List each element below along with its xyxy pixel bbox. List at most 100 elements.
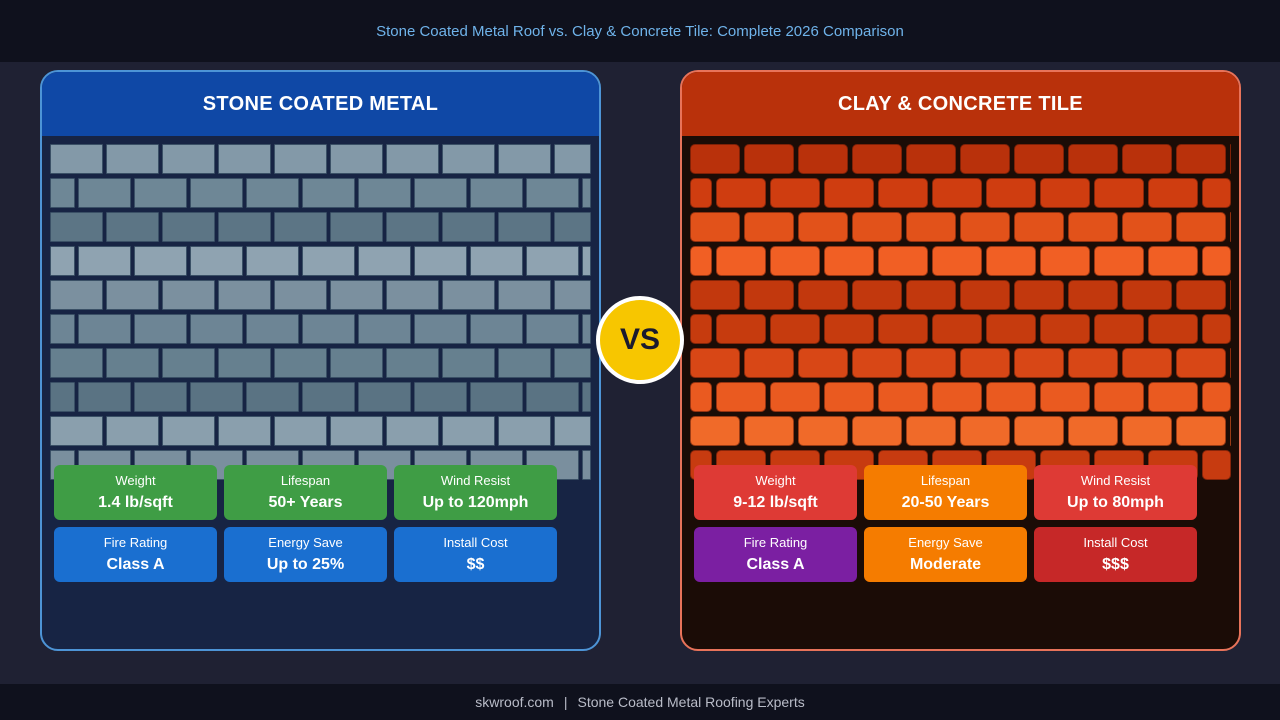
roof-tile xyxy=(582,450,591,480)
stat-label: Wind Resist xyxy=(440,473,511,488)
roof-tile xyxy=(690,416,740,446)
tile-row xyxy=(50,416,591,446)
stat-label: Install Cost xyxy=(1083,535,1148,550)
tile-row xyxy=(690,348,1231,378)
roof-tile xyxy=(218,280,271,310)
roof-tile xyxy=(218,144,271,174)
roof-tile xyxy=(50,416,103,446)
roof-tile xyxy=(442,348,495,378)
roof-tile xyxy=(470,246,523,276)
roof-tile xyxy=(330,144,383,174)
roof-tile xyxy=(190,246,243,276)
tile-row xyxy=(50,314,591,344)
roof-tile xyxy=(744,348,794,378)
roof-tile xyxy=(554,212,591,242)
roof-tile xyxy=(1202,314,1231,344)
roof-tile xyxy=(690,382,712,412)
roof-tile xyxy=(1148,314,1198,344)
stat-label: Fire Rating xyxy=(743,535,808,550)
roof-tile xyxy=(1122,212,1172,242)
roof-tile xyxy=(770,382,820,412)
roof-tile xyxy=(190,314,243,344)
roof-tile xyxy=(302,314,355,344)
roof-tile xyxy=(690,144,740,174)
roof-tile xyxy=(358,246,411,276)
roof-tile xyxy=(878,246,928,276)
roof-tile xyxy=(526,382,579,412)
roof-tile xyxy=(906,348,956,378)
roof-tile xyxy=(1040,246,1090,276)
clay-wind-card: Wind Resist Up to 80mph xyxy=(1034,465,1197,520)
roof-tile xyxy=(1202,382,1231,412)
stat-value: 1.4 lb/sqft xyxy=(98,494,173,511)
roof-tile xyxy=(106,144,159,174)
roof-tile xyxy=(218,212,271,242)
roof-tile xyxy=(986,382,1036,412)
roof-tile xyxy=(878,314,928,344)
roof-tile xyxy=(526,246,579,276)
roof-tile xyxy=(442,280,495,310)
roof-tile xyxy=(50,144,103,174)
roof-tile xyxy=(1040,314,1090,344)
tile-row xyxy=(50,178,591,208)
roof-tile xyxy=(50,280,103,310)
stat-value: Up to 80mph xyxy=(1067,494,1164,511)
tile-row xyxy=(690,314,1231,344)
roof-tile xyxy=(218,416,271,446)
roof-tile xyxy=(932,178,982,208)
roof-tile xyxy=(50,314,75,344)
vs-badge: VS xyxy=(596,296,684,384)
roof-tile xyxy=(302,246,355,276)
roof-tile xyxy=(690,348,740,378)
stat-label: Lifespan xyxy=(280,473,331,488)
roof-tile xyxy=(960,212,1010,242)
roof-tile xyxy=(1148,246,1198,276)
metal-weight-card: Weight 1.4 lb/sqft xyxy=(54,465,217,520)
roof-tile xyxy=(716,314,766,344)
roof-tile xyxy=(582,246,591,276)
tile-row xyxy=(50,280,591,310)
stat-value: Class A xyxy=(746,556,805,573)
roof-tile xyxy=(932,382,982,412)
roof-tile xyxy=(50,178,75,208)
roof-tile xyxy=(986,314,1036,344)
tile-row xyxy=(50,382,591,412)
roof-tile xyxy=(246,178,299,208)
roof-tile xyxy=(1094,246,1144,276)
roof-tile xyxy=(1068,144,1118,174)
roof-tile xyxy=(50,348,103,378)
roof-tile xyxy=(1040,382,1090,412)
roof-tile xyxy=(1230,280,1231,310)
roof-tile xyxy=(414,178,467,208)
roof-tile xyxy=(1148,382,1198,412)
roof-tile xyxy=(716,178,766,208)
roof-tile xyxy=(274,416,327,446)
roof-tile xyxy=(274,144,327,174)
roof-tile xyxy=(582,382,591,412)
roof-tile xyxy=(190,382,243,412)
roof-tile xyxy=(824,382,874,412)
roof-tile xyxy=(470,382,523,412)
roof-tile xyxy=(330,280,383,310)
roof-tile xyxy=(852,280,902,310)
roof-tile xyxy=(906,280,956,310)
roof-tile xyxy=(246,382,299,412)
roof-tile xyxy=(824,178,874,208)
roof-tile xyxy=(358,382,411,412)
roof-tile xyxy=(770,314,820,344)
metal-panel-title: STONE COATED METAL xyxy=(42,72,599,136)
roof-tile xyxy=(1176,212,1226,242)
roof-tile xyxy=(162,348,215,378)
roof-tile xyxy=(744,280,794,310)
roof-tile xyxy=(798,348,848,378)
stat-value: $$$ xyxy=(1102,556,1129,573)
roof-tile xyxy=(716,382,766,412)
roof-tile xyxy=(960,280,1010,310)
stat-value: 50+ Years xyxy=(268,494,343,511)
roof-tile xyxy=(498,212,551,242)
roof-tile xyxy=(554,280,591,310)
roof-tile xyxy=(1014,212,1064,242)
roof-tile xyxy=(470,178,523,208)
stat-value: Class A xyxy=(106,556,165,573)
roof-tile xyxy=(960,144,1010,174)
